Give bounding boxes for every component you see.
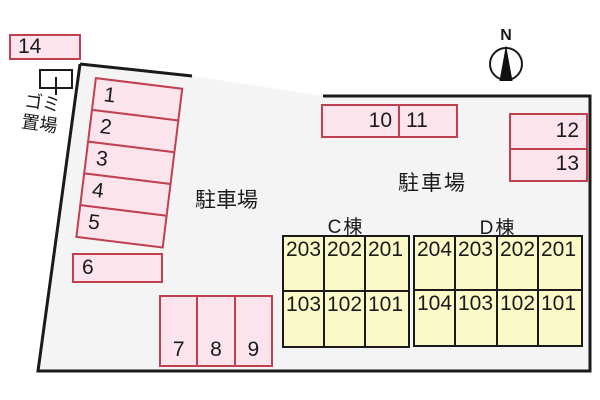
parking-stall-8: 8 [196, 297, 233, 365]
room-cell-c-103: 103 [284, 292, 325, 346]
room-cell-d-103: 103 [456, 291, 498, 345]
room-cell-d-201: 201 [539, 237, 581, 291]
room-cell-c-202: 202 [325, 237, 366, 292]
garbage-area-label: ゴミ 置場 [15, 90, 66, 138]
parking-stall-7: 7 [172, 338, 185, 361]
building-c-table: 203 202 201 103 102 101 [282, 235, 410, 348]
building-d-label: D棟 [479, 218, 517, 239]
compass-north-label: N [500, 27, 512, 44]
garbage-sign-pole-icon [55, 77, 57, 95]
room-cell-d-102: 102 [498, 291, 539, 345]
room-cell-d-204: 204 [415, 237, 456, 291]
parking-stall-13: 13 [555, 152, 579, 175]
room-cell-c-102: 102 [325, 292, 366, 346]
parking-stall-group-10-11: 10 11 [321, 104, 458, 138]
parking-area-label-right: 駐車場 [398, 172, 467, 195]
building-c-label: C棟 [327, 217, 365, 238]
room-cell-d-104: 104 [415, 291, 456, 345]
building-d-table: 204 203 202 201 104 103 102 101 [413, 235, 583, 347]
boundary-top-left-segment [79, 62, 193, 78]
parking-stall-14: 14 [9, 34, 81, 60]
parking-stall-10: 10 [323, 106, 400, 136]
boundary-main-segment [36, 63, 592, 373]
parking-stall-12: 12 [511, 115, 586, 150]
parking-area-label-left: 駐車場 [195, 189, 258, 212]
room-cell-c-101: 101 [368, 293, 404, 316]
compass-needle-icon [499, 45, 513, 81]
room-cell-c-203: 203 [284, 237, 325, 292]
room-cell-d-202: 202 [498, 237, 539, 291]
parking-stall-group-7-9: 7 8 9 [159, 295, 273, 367]
parking-stall-11: 11 [406, 109, 428, 132]
room-cell-d-203: 203 [456, 237, 498, 291]
room-cell-c-201: 201 [366, 237, 408, 292]
room-cell-d-101: 101 [541, 292, 577, 315]
parking-stall-9: 9 [233, 297, 271, 365]
parking-stall-6: 6 [72, 253, 163, 283]
parking-stall-group-12-13: 12 13 [509, 113, 588, 182]
